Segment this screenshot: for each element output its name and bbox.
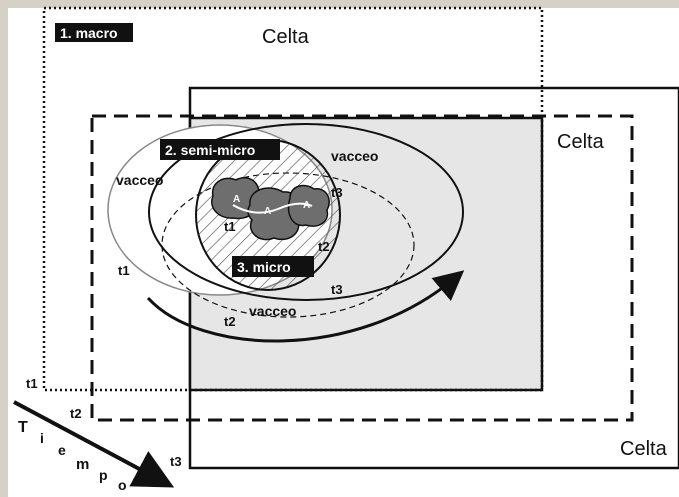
tiempo-letter-5: p xyxy=(99,467,108,483)
time-t1-ellipse: t1 xyxy=(118,263,130,278)
tiempo-letter-2: i xyxy=(40,430,44,446)
site-mark-a-1: A xyxy=(233,194,240,205)
time-t1-outer: t1 xyxy=(26,376,38,391)
vacceo-label-3: vacceo xyxy=(249,303,296,319)
label-micro: 3. micro xyxy=(237,259,291,275)
tiempo-letter-4: m xyxy=(76,456,89,473)
time-t3-outer: t3 xyxy=(170,454,182,469)
tiempo-letter-1: T xyxy=(18,419,28,436)
time-t2-outer: t2 xyxy=(70,406,82,421)
label-semi-micro: 2. semi-micro xyxy=(165,142,255,158)
celta-label-1: Celta xyxy=(262,26,310,48)
tiempo-letter-6: o xyxy=(118,477,127,493)
celta-label-3: Celta xyxy=(620,438,668,460)
time-t2-inner: t2 xyxy=(318,239,330,254)
time-t3-inner: t3 xyxy=(331,185,343,200)
vacceo-label-2: vacceo xyxy=(116,172,163,188)
site-mark-a-3: A xyxy=(303,200,310,211)
vacceo-label-1: vacceo xyxy=(331,148,378,164)
time-t1-inner: t1 xyxy=(224,219,236,234)
celta-label-2: Celta xyxy=(557,131,605,153)
time-t3-ellipse: t3 xyxy=(331,282,343,297)
site-mark-a-2: A xyxy=(264,206,271,217)
label-macro: 1. macro xyxy=(60,25,118,41)
tiempo-letter-3: e xyxy=(58,442,66,458)
time-t2-ellipse: t2 xyxy=(224,314,236,329)
